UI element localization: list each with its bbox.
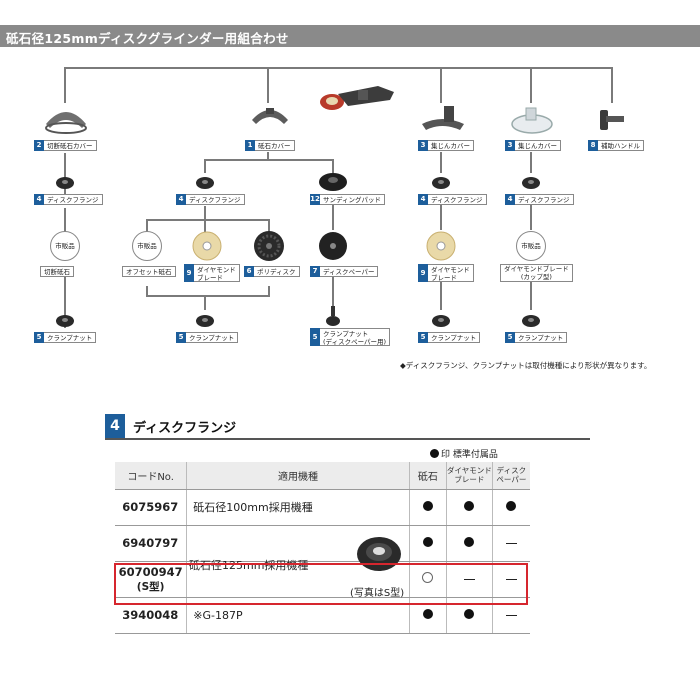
filled-dot-icon bbox=[430, 449, 439, 458]
clamp-nut-icon bbox=[522, 315, 540, 327]
clamp-nut-icon bbox=[432, 315, 450, 327]
table-row: 60700947(S型) bbox=[115, 561, 530, 598]
dash-icon bbox=[463, 578, 475, 581]
section-title: ディスクフランジ bbox=[133, 421, 237, 436]
flange-icon bbox=[432, 177, 450, 189]
table-row: 6075967 砥石径100mm採用機種 bbox=[115, 489, 530, 526]
dash-icon bbox=[505, 542, 517, 545]
filled-dot-icon bbox=[422, 536, 433, 547]
flange-photo-icon bbox=[357, 537, 401, 571]
flange-table: コードNo. 適用機種 砥石 ダイヤモンド ブレード ディスク ペーパー 607… bbox=[115, 462, 530, 634]
header-code: コードNo. bbox=[115, 462, 188, 490]
filled-dot-icon bbox=[464, 536, 475, 547]
cell-diamond bbox=[446, 489, 493, 526]
section-title-bar: 4 ディスクフランジ bbox=[105, 410, 590, 440]
cell-code: 6075967 bbox=[115, 489, 188, 526]
table-row: 6940797 bbox=[115, 525, 530, 562]
legend: 印 標準付属品 bbox=[430, 447, 498, 460]
legend-text: 印 標準付属品 bbox=[441, 450, 498, 460]
label-cutting-wheel: 切断砥石 bbox=[40, 266, 74, 277]
connector-lines bbox=[64, 67, 613, 328]
cell-paper bbox=[492, 561, 530, 598]
clamp-nut-icon bbox=[196, 315, 214, 327]
header-model: 適用機種 bbox=[186, 462, 410, 490]
dust-cover-icon bbox=[422, 106, 464, 130]
shop-item-circle: 市販品 bbox=[50, 231, 80, 261]
cell-paper bbox=[492, 525, 530, 562]
grinder-icon bbox=[320, 86, 394, 110]
dash-icon bbox=[505, 614, 517, 617]
sanding-pad-icon bbox=[319, 173, 347, 191]
highlight-frame bbox=[114, 563, 528, 605]
dust-cover-clear-icon bbox=[511, 107, 553, 134]
filled-dot-icon bbox=[422, 500, 433, 511]
dash-icon bbox=[505, 578, 517, 581]
header-grind: 砥石 bbox=[409, 462, 447, 490]
flange-icon bbox=[522, 177, 540, 189]
cutting-cover-icon bbox=[45, 112, 87, 134]
flange-icon bbox=[56, 177, 74, 189]
wheel-cover-icon bbox=[252, 108, 288, 124]
cell-code: 6940797 bbox=[115, 525, 188, 562]
aux-handle-icon bbox=[600, 110, 624, 130]
header-paper: ディスク ペーパー bbox=[492, 462, 530, 490]
diamond-blade-icon bbox=[426, 231, 456, 261]
disc-paper-icon bbox=[319, 232, 347, 260]
table-header-row: コードNo. 適用機種 砥石 ダイヤモンド ブレード ディスク ペーパー bbox=[115, 462, 530, 490]
merged-model-text: 砥石径125mm採用機種 bbox=[189, 559, 309, 572]
section-disc-flange: 4 ディスクフランジ bbox=[105, 410, 590, 440]
cell-diamond bbox=[446, 525, 493, 562]
cell-diamond bbox=[446, 561, 493, 598]
filled-dot-icon bbox=[464, 500, 475, 511]
header-diamond: ダイヤモンド ブレード bbox=[446, 462, 493, 490]
section-number: 4 bbox=[105, 414, 125, 438]
label-offset-wheel: オフセット砥石 bbox=[122, 266, 176, 277]
shop-item-circle: 市販品 bbox=[516, 231, 546, 261]
label-diamond-cup: ダイヤモンドブレード (カップ型) bbox=[500, 264, 573, 282]
header-bar: 砥石径125mmディスクグラインダー用組合わせ bbox=[0, 25, 700, 47]
cell-grind bbox=[409, 525, 447, 562]
diagram-note: ◆ディスクフランジ、クランプナットは取付機種により形状が異なります。 bbox=[400, 361, 652, 370]
poly-disc-icon bbox=[254, 231, 284, 261]
open-dot-icon bbox=[422, 572, 434, 583]
filled-dot-icon bbox=[464, 608, 475, 619]
cell-paper bbox=[492, 489, 530, 526]
clamp-nut-paper-icon bbox=[326, 306, 340, 326]
filled-dot-icon bbox=[422, 608, 433, 619]
cell-model: 砥石径100mm採用機種 bbox=[186, 489, 410, 526]
filled-dot-icon bbox=[506, 500, 517, 511]
cell-code: 60700947(S型) bbox=[115, 561, 188, 598]
diamond-blade-icon bbox=[192, 231, 222, 261]
clamp-nut-icon bbox=[56, 315, 74, 327]
shop-item-circle: 市販品 bbox=[132, 231, 162, 261]
photo-note: (写真はS型) bbox=[350, 588, 405, 599]
flange-icon bbox=[196, 177, 214, 189]
cell-grind bbox=[409, 489, 447, 526]
cell-grind bbox=[409, 561, 447, 598]
page-title: 砥石径125mmディスクグラインダー用組合わせ bbox=[6, 31, 289, 46]
